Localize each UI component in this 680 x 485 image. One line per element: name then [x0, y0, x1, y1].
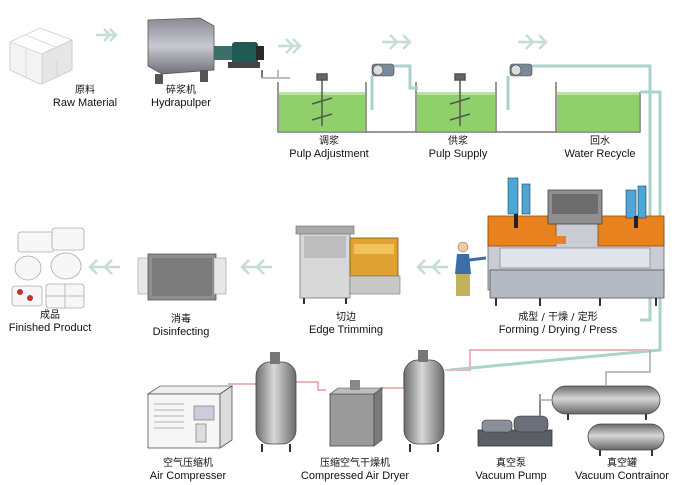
- label-hydrapulper-en: Hydrapulper: [151, 97, 211, 109]
- label-finished-product-cn: 成品: [40, 310, 60, 321]
- label-edge-trimming-cn: 切边: [336, 312, 356, 323]
- label-air-compressor-en: Air Compresser: [149, 470, 227, 482]
- label-pulp-supply-cn: 供浆: [448, 136, 468, 147]
- label-vacuum-pump-en: Vacuum Pump: [475, 470, 547, 482]
- label-vacuum-pump-cn: 真空泵: [496, 458, 526, 469]
- label-vacuum-container: 真空罐 Vacuum Contrainor: [566, 458, 678, 482]
- label-disinfecting-cn: 消毒: [171, 314, 191, 325]
- label-edge-trimming: 切边 Edge Trimming: [298, 312, 394, 336]
- arrow-forming-to-trim: [416, 259, 448, 275]
- air-tank-1-icon: [255, 352, 297, 452]
- vacuum-container-icon: [539, 350, 665, 456]
- label-air-compressor: 空气压缩机 Air Compresser: [136, 458, 240, 482]
- label-raw-material-cn: 原料: [75, 85, 95, 96]
- arrow-adjust-to-supply: [382, 34, 412, 50]
- finished-product-icon: [11, 227, 85, 309]
- label-air-dryer-cn: 压缩空气干燥机: [320, 458, 390, 469]
- label-raw-material-en: Raw Material: [52, 97, 118, 109]
- label-vacuum-container-cn: 真空罐: [607, 458, 637, 469]
- hydrapulper-icon: [147, 17, 290, 84]
- label-vacuum-pump: 真空泵 Vacuum Pump: [466, 458, 556, 482]
- pulp-supply-tank: [417, 94, 495, 131]
- label-edge-trimming-en: Edge Trimming: [309, 324, 383, 336]
- edge-trimming-icon: [295, 225, 401, 304]
- label-air-dryer-en: Compressed Air Dryer: [300, 470, 410, 482]
- label-water-recycle-en: Water Recycle: [564, 148, 636, 160]
- vacuum-pump-icon: [477, 394, 553, 447]
- label-vacuum-container-en: Vacuum Contrainor: [575, 470, 669, 482]
- arrow-disinfect-to-product: [88, 259, 120, 275]
- arrow-trim-to-disinfect: [240, 259, 272, 275]
- air-tank-2-icon: [403, 350, 445, 452]
- label-disinfecting-en: Disinfecting: [152, 326, 210, 338]
- label-water-recycle: 回水 Water Recycle: [552, 136, 648, 160]
- arrow-pulper-to-tank: [278, 38, 302, 54]
- label-disinfecting: 消毒 Disinfecting: [136, 314, 226, 338]
- disinfecting-icon: [137, 253, 227, 301]
- air-dryer-icon: [329, 380, 383, 447]
- air-compressor-icon: [146, 385, 234, 449]
- label-pulp-supply-en: Pulp Supply: [428, 148, 488, 160]
- label-pulp-supply: 供浆 Pulp Supply: [412, 136, 504, 160]
- arrow-raw-to-pulper: [96, 28, 118, 42]
- water-recycle-tank: [557, 94, 639, 131]
- label-finished-product-en: Finished Product: [8, 322, 92, 334]
- label-hydrapulper-cn: 碎浆机: [166, 85, 196, 96]
- tank-row: [277, 63, 662, 372]
- label-pulp-adjustment-en: Pulp Adjustment: [289, 148, 369, 160]
- label-forming-cn: 成型 / 干燥 / 定形: [518, 312, 598, 323]
- label-raw-material: 原料 Raw Material: [40, 85, 130, 109]
- operator-figure: [455, 241, 487, 296]
- flow-arrows: [88, 28, 548, 275]
- transfer-pumps: [371, 63, 533, 77]
- label-air-dryer: 压缩空气干燥机 Compressed Air Dryer: [290, 458, 420, 482]
- label-pulp-adjustment: 调浆 Pulp Adjustment: [276, 136, 382, 160]
- label-pulp-adjustment-cn: 调浆: [319, 136, 339, 147]
- raw-material-icon: [8, 27, 74, 85]
- label-forming-en: Forming / Drying / Press: [498, 324, 618, 336]
- forming-machine-icon: [487, 177, 665, 306]
- label-water-recycle-cn: 回水: [590, 136, 610, 147]
- label-air-compressor-cn: 空气压缩机: [163, 458, 213, 469]
- label-hydrapulper: 碎浆机 Hydrapulper: [136, 85, 226, 109]
- label-finished-product: 成品 Finished Product: [0, 310, 100, 334]
- label-forming: 成型 / 干燥 / 定形 Forming / Drying / Press: [486, 312, 630, 336]
- arrow-supply-to-recycle: [518, 34, 548, 50]
